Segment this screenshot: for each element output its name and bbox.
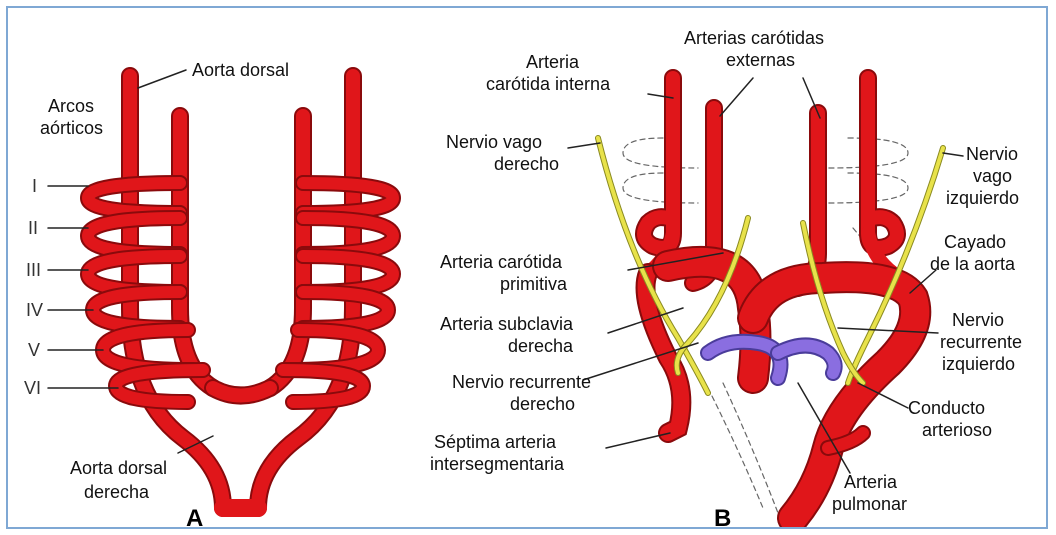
label-arteria-pulmonar-2: pulmonar bbox=[832, 494, 907, 514]
pulmonary-artery bbox=[708, 342, 835, 378]
label-nervio-recurrente-derecho-1: Nervio recurrente bbox=[452, 372, 591, 392]
aortic-arches-right bbox=[283, 183, 393, 402]
numeral-III: III bbox=[26, 260, 41, 280]
label-septima-arteria-1: Séptima arteria bbox=[434, 432, 557, 452]
label-aorta-dorsal-derecha-2: derecha bbox=[84, 482, 150, 502]
label-arteria-carotida-interna-1: Arteria bbox=[526, 52, 580, 72]
label-nervio-recurrente-izquierdo-1: Nervio bbox=[952, 310, 1004, 330]
label-conducto-2: arterioso bbox=[922, 420, 992, 440]
label-conducto-1: Conducto bbox=[908, 398, 985, 418]
label-nervio-vago-izquierdo-1: Nervio bbox=[966, 144, 1018, 164]
label-nervio-vago-izquierdo-3: izquierdo bbox=[946, 188, 1019, 208]
panel-b-letter: B bbox=[714, 505, 731, 529]
label-aorticos: aórticos bbox=[40, 118, 103, 138]
label-nervio-recurrente-izquierdo-3: izquierdo bbox=[942, 354, 1015, 374]
label-arteria-carotida-primitiva-1: Arteria carótida bbox=[440, 252, 563, 272]
label-nervio-vago-derecho-1: Nervio vago bbox=[446, 132, 542, 152]
label-arterias-carotidas-externas-2: externas bbox=[726, 50, 795, 70]
label-cayado-2: de la aorta bbox=[930, 254, 1016, 274]
panel-a-letter: A bbox=[186, 505, 203, 529]
label-arcos: Arcos bbox=[48, 96, 94, 116]
label-aorta-dorsal-derecha-1: Aorta dorsal bbox=[70, 458, 167, 478]
label-aorta-dorsal: Aorta dorsal bbox=[192, 60, 289, 80]
label-arteria-carotida-interna-2: carótida interna bbox=[486, 74, 611, 94]
numeral-V: V bbox=[28, 340, 40, 360]
numeral-IV: IV bbox=[26, 300, 43, 320]
numeral-II: II bbox=[28, 218, 38, 238]
label-nervio-vago-izquierdo-2: vago bbox=[973, 166, 1012, 186]
label-arteria-carotida-primitiva-2: primitiva bbox=[500, 274, 568, 294]
embryology-diagram: Aorta dorsal Arcos aórticos I II III IV … bbox=[8, 8, 1048, 529]
label-arteria-pulmonar-1: Arteria bbox=[844, 472, 898, 492]
numeral-I: I bbox=[32, 176, 37, 196]
label-nervio-recurrente-izquierdo-2: recurrente bbox=[940, 332, 1022, 352]
figure-frame: Aorta dorsal Arcos aórticos I II III IV … bbox=[6, 6, 1048, 529]
aortic-arches-left bbox=[88, 183, 203, 402]
label-nervio-vago-derecho-2: derecho bbox=[494, 154, 559, 174]
label-arterias-carotidas-externas-1: Arterias carótidas bbox=[684, 28, 824, 48]
label-arteria-subclavia-2: derecha bbox=[508, 336, 574, 356]
label-nervio-recurrente-derecho-2: derecho bbox=[510, 394, 575, 414]
panel-b bbox=[568, 78, 963, 518]
numeral-VI: VI bbox=[24, 378, 41, 398]
label-arteria-subclavia-1: Arteria subclavia bbox=[440, 314, 574, 334]
label-septima-arteria-2: intersegmentaria bbox=[430, 454, 565, 474]
label-cayado-1: Cayado bbox=[944, 232, 1006, 252]
